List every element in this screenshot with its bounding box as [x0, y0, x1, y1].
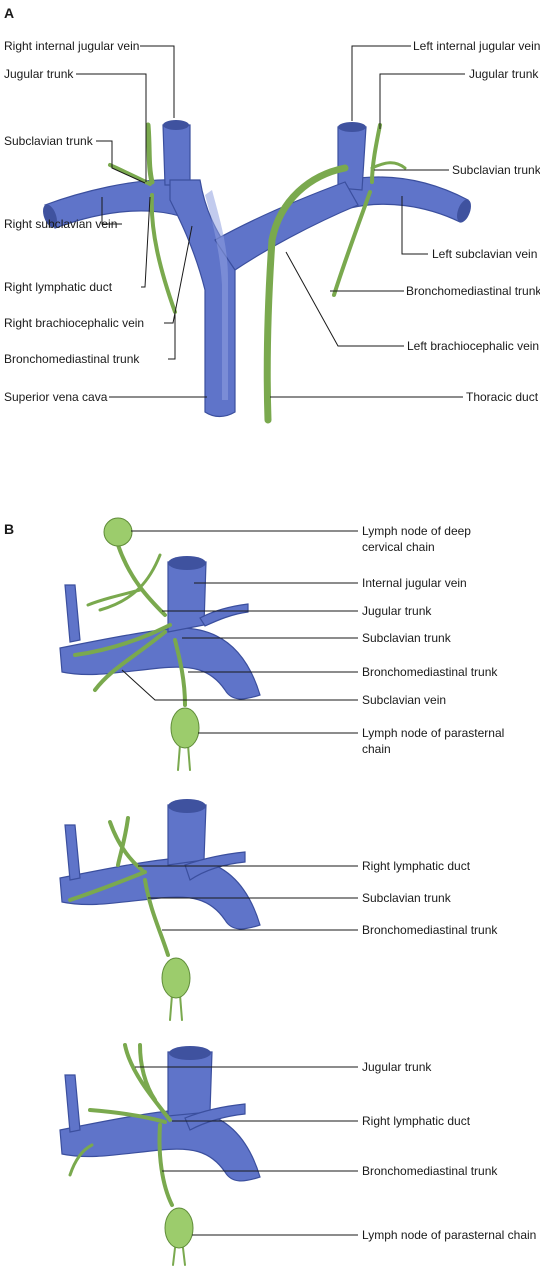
- v3-ijv-opening: [169, 1046, 211, 1060]
- v3-subclavian-lymphatic: [88, 1108, 167, 1124]
- label-left-subclavian-vein: Left subclavian vein: [432, 247, 537, 261]
- panel-a-leaders: [76, 45, 465, 398]
- left-brachiocephalic-vein: [214, 181, 359, 271]
- v1-label-jugular-trunk: Jugular trunk: [362, 604, 432, 618]
- v1-subclavian-vein: [59, 627, 261, 700]
- v1-deep-cervical-node: [103, 517, 133, 547]
- right-jugular-trunk: [145, 122, 155, 185]
- v2-internal-jugular-vein: [167, 804, 207, 866]
- v1-lymph-branches: [86, 553, 162, 612]
- v2-label-right-lymphatic-duct: Right lymphatic duct: [362, 859, 471, 873]
- v1-subclavian-trunk: [73, 623, 172, 692]
- panel-a-labels: Right internal jugular vein Jugular trun…: [4, 39, 540, 404]
- v1-label-parasternal-node-2: chain: [362, 742, 391, 756]
- v1-ijv-opening: [168, 556, 206, 570]
- label-left-internal-jugular-vein: Left internal jugular vein: [413, 39, 540, 53]
- label-left-jugular-trunk: Jugular trunk: [469, 67, 539, 81]
- v1-jugular-trunk: [116, 543, 167, 617]
- right-subclavian-opening: [43, 204, 57, 228]
- v3-label-right-lymphatic-duct: Right lymphatic duct: [362, 1114, 471, 1128]
- label-right-lymphatic-duct: Right lymphatic duct: [4, 280, 113, 294]
- panel-b-variant-1: Lymph node of deep cervical chain Intern…: [59, 517, 504, 771]
- left-jugular-trunk: [370, 123, 382, 184]
- v2-bronchomediastinal-trunk: [143, 878, 170, 957]
- v2-parasternal-node: [161, 957, 191, 999]
- label-superior-vena-cava: Superior vena cava: [4, 390, 108, 404]
- right-ijv-opening: [163, 120, 189, 130]
- panel-a-letter: A: [4, 5, 14, 21]
- label-right-bronchomediastinal-trunk: Bronchomediastinal trunk: [4, 352, 140, 366]
- v2-label-bronchomediastinal-trunk: Bronchomediastinal trunk: [362, 923, 498, 937]
- label-thoracic-duct: Thoracic duct: [466, 390, 539, 404]
- panel-b-variant-3: Jugular trunk Right lymphatic duct Bronc…: [59, 1043, 536, 1266]
- v1-label-subclavian-vein: Subclavian vein: [362, 693, 446, 707]
- v2-label-subclavian-trunk: Subclavian trunk: [362, 891, 452, 905]
- right-subclavian-trunk: [108, 163, 152, 186]
- left-internal-jugular-vein: [337, 126, 367, 191]
- v1-upper-branch-vein: [64, 584, 81, 643]
- v1-label-internal-jugular-vein: Internal jugular vein: [362, 576, 467, 590]
- v3-jugular-trunk: [123, 1043, 172, 1122]
- left-bronchomediastinal-trunk: [332, 190, 372, 297]
- v1-branch-vein: [199, 603, 249, 627]
- thoracic-duct: [263, 164, 349, 424]
- v1-label-parasternal-node-1: Lymph node of parasternal: [362, 726, 504, 740]
- v1-label-bronchomediastinal-trunk: Bronchomediastinal trunk: [362, 665, 498, 679]
- panel-a: A: [4, 5, 540, 424]
- right-bronchomediastinal-trunk: [149, 193, 177, 314]
- v1-internal-jugular-vein: [167, 561, 207, 633]
- v2-subclavian-vein: [59, 857, 261, 930]
- v3-branch-vein: [184, 1103, 246, 1131]
- v3-bronchomediastinal-trunk: [157, 1123, 174, 1207]
- label-left-bronchomediastinal-trunk: Bronchomediastinal trunk: [406, 284, 540, 298]
- v3-upper-branch-vein: [64, 1074, 81, 1133]
- v3-lower-lymphatic: [68, 1143, 94, 1177]
- v2-ijv-opening: [168, 799, 206, 813]
- left-subclavian-opening: [457, 199, 471, 223]
- left-subclavian-trunk: [370, 161, 407, 170]
- v1-label-subclavian-trunk: Subclavian trunk: [362, 631, 452, 645]
- v2-upper-branch-vein: [64, 824, 81, 881]
- svc-highlight: [205, 190, 228, 400]
- v1-label-deep-cervical-node-1: Lymph node of deep: [362, 524, 471, 538]
- v3-label-bronchomediastinal-trunk: Bronchomediastinal trunk: [362, 1164, 498, 1178]
- v3-node-efferents: [172, 1247, 186, 1266]
- panel-b-letter: B: [4, 521, 14, 537]
- panel-b-variant-2: Right lymphatic duct Subclavian trunk Br…: [59, 799, 498, 1021]
- label-left-subclavian-trunk: Subclavian trunk: [452, 163, 540, 177]
- right-internal-jugular-vein: [162, 124, 191, 186]
- left-ijv-opening: [338, 122, 366, 132]
- label-right-internal-jugular-vein: Right internal jugular vein: [4, 39, 139, 53]
- v1-parasternal-node: [170, 707, 200, 749]
- v3-label-parasternal-node: Lymph node of parasternal chain: [362, 1228, 536, 1242]
- panel-a-veins: [43, 120, 471, 418]
- v2-node-efferents: [169, 994, 183, 1021]
- label-right-subclavian-vein: Right subclavian vein: [4, 217, 117, 231]
- v2-jugular-lymphatics: [108, 816, 144, 872]
- panel-a-lymphatics: [108, 122, 407, 424]
- v1-label-deep-cervical-node-2: cervical chain: [362, 540, 435, 554]
- v3-label-jugular-trunk: Jugular trunk: [362, 1060, 432, 1074]
- v3-parasternal-node: [164, 1207, 194, 1249]
- label-left-brachiocephalic-vein: Left brachiocephalic vein: [407, 339, 539, 353]
- v3-internal-jugular-vein: [167, 1051, 213, 1117]
- v1-bronchomediastinal-trunk: [173, 638, 187, 707]
- label-right-jugular-trunk: Jugular trunk: [4, 67, 74, 81]
- label-right-brachiocephalic-vein: Right brachiocephalic vein: [4, 316, 144, 330]
- v1-node-efferents: [177, 744, 191, 771]
- label-right-subclavian-trunk: Subclavian trunk: [4, 134, 94, 148]
- v2-subclavian-trunk: [68, 870, 147, 902]
